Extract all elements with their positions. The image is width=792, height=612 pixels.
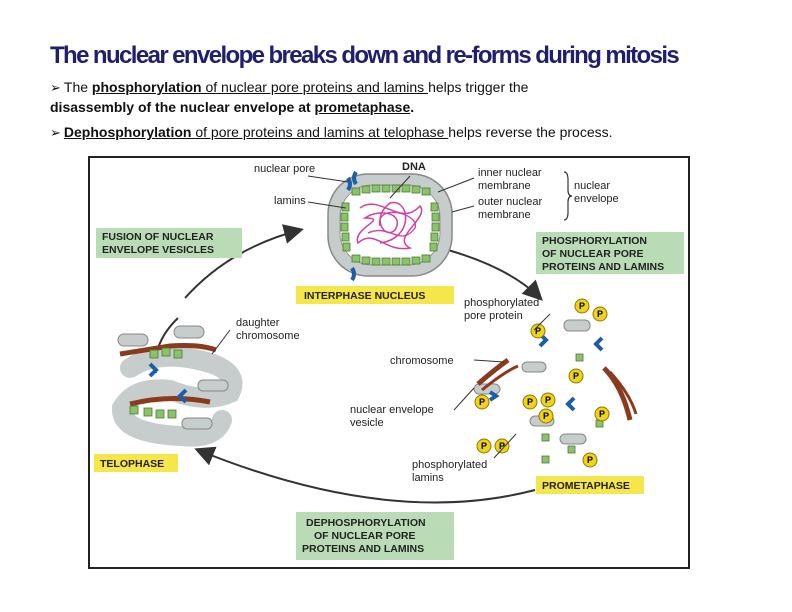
label-outer-membrane: membrane bbox=[478, 209, 531, 221]
prometaphase-fragments bbox=[473, 319, 638, 464]
label-phosphorylated-lamins: phosphorylated bbox=[412, 459, 487, 471]
arrow-to-prometaphase bbox=[447, 249, 543, 301]
bullet-line: ➢The phosphorylation of nuclear pore pro… bbox=[50, 78, 528, 98]
arrow-to-telophase bbox=[194, 446, 536, 504]
box-prometaphase-text: PROMETAPHASE bbox=[542, 480, 630, 492]
label-dna: DNA bbox=[402, 161, 426, 173]
box-interphase-text: INTERPHASE NUCLEUS bbox=[304, 290, 425, 302]
bullet-text: of pore proteins and lamins at telophase bbox=[195, 124, 449, 140]
p-label: P bbox=[597, 309, 603, 319]
bullet-phosphorylation: ➢The phosphorylation of nuclear pore pro… bbox=[50, 78, 528, 117]
term-dephosphorylation: Dephosphorylation bbox=[63, 124, 196, 140]
box-fusion bbox=[96, 228, 242, 258]
bullet-text: of nuclear pore proteins and lamins bbox=[205, 79, 429, 95]
p-label: P bbox=[479, 397, 485, 407]
label-daughter-chromosome: chromosome bbox=[236, 330, 300, 342]
bullet-text: helps trigger the bbox=[428, 79, 529, 95]
envelope-brace bbox=[563, 171, 573, 221]
label-lamins: lamins bbox=[274, 195, 306, 207]
label-phosphorylated-lamins: lamins bbox=[412, 472, 444, 484]
bullet-dephosphorylation: ➢Dephosphorylation of pore proteins and … bbox=[50, 123, 613, 143]
box-dephosphorylation bbox=[296, 512, 454, 560]
label-nuclear-envelope: envelope bbox=[574, 193, 619, 205]
pointer-lines bbox=[211, 175, 551, 459]
p-label: P bbox=[587, 455, 593, 465]
label-daughter-chromosome: daughter bbox=[236, 317, 280, 329]
arrow-bullet-icon: ➢ bbox=[50, 126, 61, 141]
diagram-labels: nuclear pore lamins DNA inner nuclear me… bbox=[236, 161, 619, 484]
label-inner-membrane: inner nuclear bbox=[478, 167, 542, 179]
term-prometaphase: prometaphase bbox=[314, 99, 411, 115]
box-dephosphorylation-text: OF NUCLEAR PORE bbox=[314, 530, 416, 542]
interphase-nucleus bbox=[327, 170, 453, 282]
p-label: P bbox=[535, 326, 541, 336]
p-label: P bbox=[527, 397, 533, 407]
phosphate-group: P P P P P P P P P P P P bbox=[474, 298, 610, 468]
label-chromosome: chromosome bbox=[390, 355, 454, 367]
box-dephosphorylation-text: DEPHOSPHORYLATION bbox=[306, 517, 426, 529]
mitosis-diagram: P P P P P P P P P P P P nuclear pore lam… bbox=[88, 156, 690, 569]
bullet-text: disassembly of the nuclear envelope at bbox=[50, 99, 315, 115]
box-phosphorylation bbox=[536, 232, 684, 274]
box-interphase bbox=[296, 286, 454, 304]
p-label: P bbox=[543, 411, 549, 421]
p-label: P bbox=[599, 409, 605, 419]
label-nuclear-envelope: nuclear bbox=[574, 180, 610, 192]
p-label: P bbox=[579, 301, 585, 311]
box-prometaphase bbox=[536, 476, 644, 494]
stage-boxes: FUSION OF NUCLEAR ENVELOPE VESICLES PHOS… bbox=[94, 228, 684, 560]
p-label: P bbox=[481, 441, 487, 451]
box-fusion-text: ENVELOPE VESICLES bbox=[102, 244, 214, 256]
box-fusion-text: FUSION OF NUCLEAR bbox=[102, 231, 214, 243]
arrow-bullet-icon: ➢ bbox=[50, 81, 61, 96]
box-phosphorylation-text: PROTEINS AND LAMINS bbox=[542, 261, 664, 273]
p-label: P bbox=[499, 441, 505, 451]
diagram-canvas: P P P P P P P P P P P P nuclear pore lam… bbox=[94, 161, 684, 560]
box-dephosphorylation-text: PROTEINS AND LAMINS bbox=[302, 543, 424, 555]
label-inner-membrane: membrane bbox=[478, 180, 531, 192]
box-phosphorylation-text: PHOSPHORYLATION bbox=[542, 235, 647, 247]
label-phosphorylated-pore: phosphorylated bbox=[464, 297, 539, 309]
label-nuclear-pore: nuclear pore bbox=[254, 163, 315, 175]
box-telophase-text: TELOPHASE bbox=[100, 458, 164, 470]
label-envelope-vesicle: nuclear envelope bbox=[350, 404, 434, 416]
telophase-nucleus bbox=[112, 325, 243, 447]
term-phosphorylation: phosphorylation bbox=[91, 79, 206, 95]
bullet-text: . bbox=[410, 99, 415, 115]
box-phosphorylation-text: OF NUCLEAR PORE bbox=[542, 248, 644, 260]
label-envelope-vesicle: vesicle bbox=[350, 417, 384, 429]
bullet-text: helps reverse the process. bbox=[448, 124, 613, 140]
label-outer-membrane: outer nuclear bbox=[478, 196, 543, 208]
box-telophase bbox=[94, 454, 178, 472]
bullet-text: The bbox=[63, 79, 92, 95]
p-label: P bbox=[573, 371, 579, 381]
page-title: The nuclear envelope breaks down and re-… bbox=[50, 42, 680, 69]
p-label: P bbox=[545, 395, 551, 405]
bullet-line: disassembly of the nuclear envelope at p… bbox=[50, 98, 528, 117]
label-phosphorylated-pore: pore protein bbox=[464, 310, 523, 322]
